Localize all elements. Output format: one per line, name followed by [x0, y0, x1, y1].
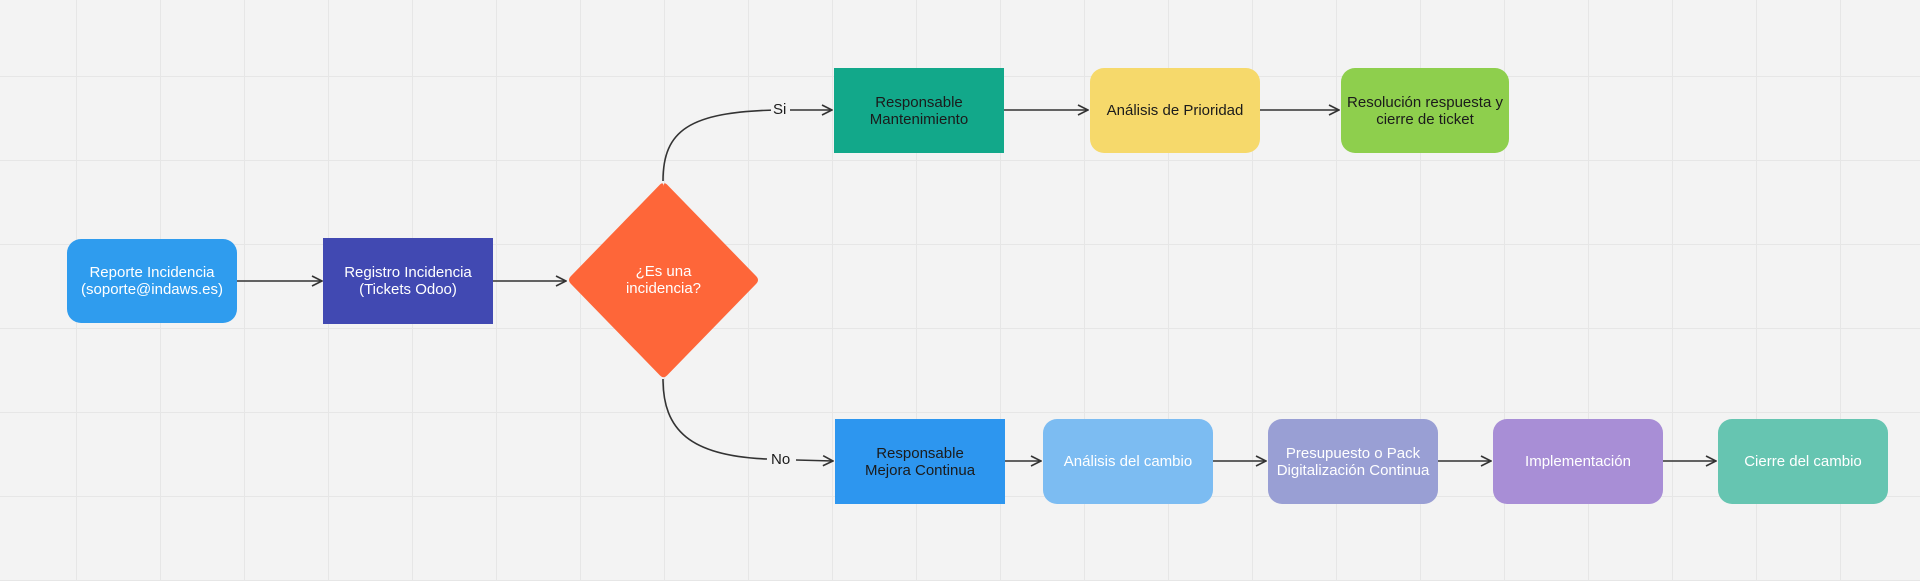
edge-label-no: No: [769, 451, 793, 468]
node-cierre-cambio[interactable]: Cierre del cambio: [1718, 419, 1888, 504]
edge-label-si: Si: [771, 101, 789, 118]
connector-decision-no: [662, 378, 768, 460]
decision-label: ¿Es una incidencia?: [625, 263, 702, 297]
connector-decision-si: [662, 109, 777, 182]
node-responsable-mejora-continua[interactable]: Responsable Mejora Continua: [835, 419, 1005, 504]
node-responsable-mantenimiento[interactable]: Responsable Mantenimiento: [834, 68, 1004, 153]
node-implementacion[interactable]: Implementación: [1493, 419, 1663, 504]
node-resolucion-cierre-ticket[interactable]: Resolución respuesta y cierre de ticket: [1341, 68, 1509, 153]
decision-diamond-shape: [569, 183, 758, 378]
node-decision-incidencia[interactable]: ¿Es una incidencia?: [567, 181, 760, 379]
node-reporte-incidencia[interactable]: Reporte Incidencia (soporte@indaws.es): [67, 239, 237, 323]
node-analisis-cambio[interactable]: Análisis del cambio: [1043, 419, 1213, 504]
node-analisis-prioridad[interactable]: Análisis de Prioridad: [1090, 68, 1260, 153]
node-registro-incidencia[interactable]: Registro Incidencia (Tickets Odoo): [323, 238, 493, 324]
node-presupuesto-pack[interactable]: Presupuesto o Pack Digitalización Contin…: [1268, 419, 1438, 504]
connector-no-mejora: [795, 460, 833, 461]
